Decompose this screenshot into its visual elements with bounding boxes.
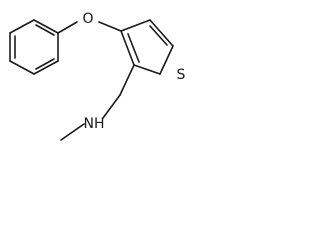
thiophene-double-bond (149, 25, 168, 46)
oxygen-atom-label: O (82, 11, 93, 27)
thiophene-ring (120, 19, 174, 75)
thiophene-bond (120, 19, 151, 32)
phenyl-double-bond (35, 24, 55, 36)
thiophene-bond (133, 64, 161, 75)
phenyl-ring (9, 19, 59, 75)
phenyl-double-bond (35, 58, 55, 70)
thiophene-double-bond (127, 33, 140, 63)
amine-atom-label: NH (84, 116, 105, 132)
phenyl-bond (33, 19, 59, 34)
thiophene-bond (149, 19, 174, 47)
oxygen-thiophene-bond (98, 21, 122, 32)
phenyl-bond (33, 60, 59, 75)
phenyl-bond (9, 60, 35, 75)
phenyl-bond (9, 19, 35, 34)
ring-methylene-bond (119, 64, 135, 96)
molecule-structure-diagram: O S NH (9, 11, 186, 141)
thiophene-bond (120, 30, 135, 66)
nitrogen-methyl-bond (60, 123, 85, 141)
phenyl-oxygen-bond (57, 21, 78, 34)
sulfur-atom-label: S (177, 67, 186, 83)
thiophene-bond (159, 45, 174, 75)
methylene-nitrogen-bond (102, 94, 121, 119)
